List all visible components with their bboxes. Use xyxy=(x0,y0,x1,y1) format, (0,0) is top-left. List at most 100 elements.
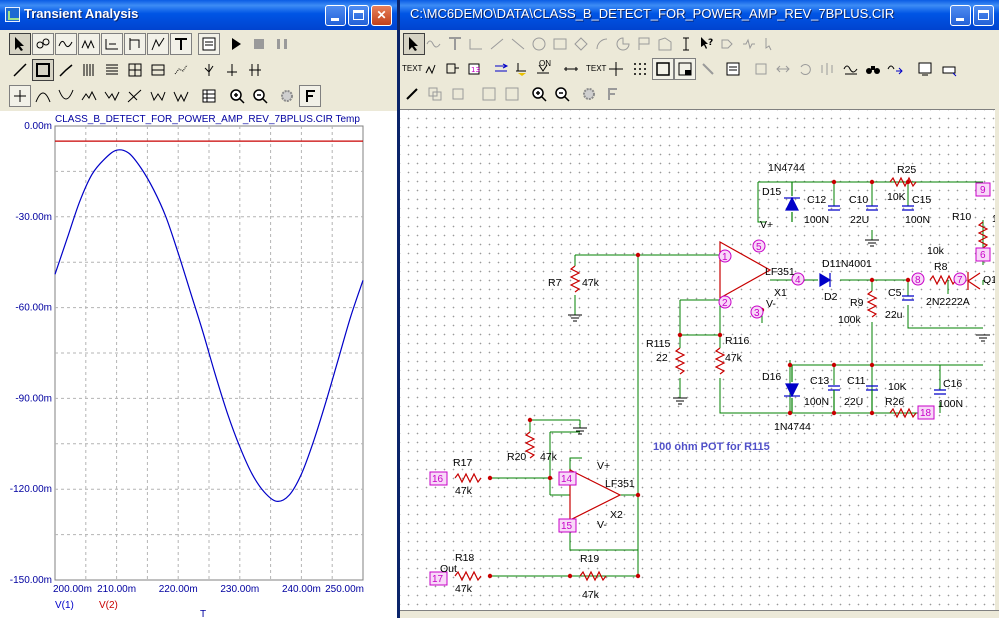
sch-node-num-button[interactable]: 13 xyxy=(463,58,485,80)
sch-border-button[interactable] xyxy=(652,58,674,80)
grid-vertical-button[interactable] xyxy=(78,59,100,81)
sch-print-button[interactable] xyxy=(938,58,960,80)
vertical-tag-button[interactable] xyxy=(124,33,146,55)
numeric-output-button[interactable] xyxy=(198,85,220,107)
sch-undo-button[interactable] xyxy=(794,58,816,80)
sch-copy-button[interactable] xyxy=(424,83,446,105)
grid-horizontal-button[interactable] xyxy=(101,59,123,81)
sch-wire-button[interactable] xyxy=(465,33,487,55)
minimize-button[interactable] xyxy=(325,5,346,26)
linear-axis-button[interactable] xyxy=(9,59,31,81)
sch-bus-button[interactable] xyxy=(486,33,508,55)
sch-voltage-button[interactable] xyxy=(490,58,512,80)
grid-frame-button[interactable] xyxy=(32,59,54,81)
sch-ibeam-button[interactable] xyxy=(675,33,697,55)
transient-titlebar[interactable]: Transient Analysis ✕ xyxy=(0,0,397,30)
sch-ellipse-button[interactable] xyxy=(528,33,550,55)
schematic-minimize-button[interactable] xyxy=(950,5,971,26)
schematic-maximize-button[interactable] xyxy=(973,5,994,26)
sch-zoom-out-button[interactable] xyxy=(551,83,573,105)
horizontal-tag-button[interactable] xyxy=(101,33,123,55)
inflection-button[interactable] xyxy=(124,85,146,107)
sch-dotgrid-button[interactable] xyxy=(629,58,651,80)
font-button[interactable] xyxy=(299,85,321,107)
sch-rect-button[interactable] xyxy=(549,33,571,55)
sch-grid-button[interactable] xyxy=(605,58,627,80)
sch-help-button[interactable]: ? xyxy=(696,33,718,55)
global-high-button[interactable] xyxy=(147,85,169,107)
sch-ungroup-button[interactable] xyxy=(501,83,523,105)
select-tool-button[interactable] xyxy=(9,33,31,55)
label-tool-button[interactable] xyxy=(78,33,100,55)
low-button[interactable] xyxy=(101,85,123,107)
maximize-button[interactable] xyxy=(348,5,369,26)
cursor-right-button[interactable] xyxy=(221,59,243,81)
waveform-tool-button[interactable] xyxy=(55,33,77,55)
sch-flag-button[interactable] xyxy=(633,33,655,55)
sch-cursor-button[interactable] xyxy=(759,33,781,55)
sch-find-next-button[interactable] xyxy=(884,58,906,80)
sch-pin-button[interactable] xyxy=(442,58,464,80)
sch-current-button[interactable] xyxy=(511,58,533,80)
sch-pin-connection-button[interactable] xyxy=(560,58,582,80)
run-button[interactable] xyxy=(225,33,247,55)
sch-page-button[interactable] xyxy=(914,58,936,80)
sch-polygon-button[interactable] xyxy=(654,33,676,55)
legend-v1[interactable]: V(1) xyxy=(55,600,74,611)
vertical-scrollbar[interactable] xyxy=(995,109,999,618)
text-tool-button[interactable] xyxy=(170,33,192,55)
schematic-titlebar[interactable]: C:\MC6DEMO\DATA\CLASS_B_DETECT_FOR_POWER… xyxy=(400,0,999,30)
sch-probe-button[interactable] xyxy=(697,58,719,80)
sch-flip-button[interactable] xyxy=(772,58,794,80)
sch-select-button[interactable] xyxy=(403,33,425,55)
sch-scope-button[interactable] xyxy=(578,83,600,105)
sch-mirror-button[interactable] xyxy=(816,58,838,80)
grid-both-button[interactable] xyxy=(124,59,146,81)
sch-wave-button[interactable] xyxy=(423,33,445,55)
dotted-grid-button[interactable] xyxy=(170,59,192,81)
sch-paste-button[interactable] xyxy=(447,83,469,105)
legend-v2[interactable]: V(2) xyxy=(99,600,118,611)
sch-attr-button[interactable] xyxy=(421,58,443,80)
sch-group-button[interactable] xyxy=(478,83,500,105)
sch-edit-button[interactable] xyxy=(401,83,423,105)
page-tabs[interactable] xyxy=(400,610,999,618)
close-button[interactable]: ✕ xyxy=(371,5,392,26)
high-button[interactable] xyxy=(78,85,100,107)
transient-chart[interactable]: CLASS_B_DETECT_FOR_POWER_AMP_REV_7BPLUS.… xyxy=(0,111,397,618)
minor-grid-button[interactable] xyxy=(147,59,169,81)
cursor-left-button[interactable] xyxy=(198,59,220,81)
peak-button[interactable] xyxy=(32,85,54,107)
zoom-out-button[interactable] xyxy=(249,85,271,107)
sch-line-button[interactable] xyxy=(507,33,529,55)
zoom-in-button[interactable] xyxy=(226,85,248,107)
sch-zoom-in-button[interactable] xyxy=(528,83,550,105)
sch-find-button[interactable] xyxy=(840,58,862,80)
sch-macro-button[interactable] xyxy=(717,33,739,55)
stop-button[interactable] xyxy=(248,33,270,55)
schematic-canvas[interactable]: 9 6 5 1 2 3 4 8 7 18 16 xyxy=(400,109,999,618)
sch-title-button[interactable] xyxy=(674,58,696,80)
scope-button[interactable] xyxy=(276,85,298,107)
point-tag-button[interactable] xyxy=(147,33,169,55)
valley-button[interactable] xyxy=(55,85,77,107)
log-axis-button[interactable] xyxy=(55,59,77,81)
cursor-both-button[interactable] xyxy=(244,59,266,81)
sch-component-button[interactable] xyxy=(738,33,760,55)
pause-button[interactable] xyxy=(271,33,293,55)
node-label: 9 xyxy=(980,185,986,196)
sch-diamond-button[interactable] xyxy=(570,33,592,55)
sch-text-button[interactable] xyxy=(444,33,466,55)
global-low-button[interactable] xyxy=(170,85,192,107)
plot-area[interactable]: CLASS_B_DETECT_FOR_POWER_AMP_REV_7BPLUS.… xyxy=(0,111,397,618)
sch-power-button[interactable] xyxy=(532,58,554,80)
properties-button[interactable] xyxy=(198,33,220,55)
sch-pie-button[interactable] xyxy=(612,33,634,55)
sch-font-button[interactable] xyxy=(601,83,623,105)
next-simple-button[interactable] xyxy=(9,85,31,107)
sch-properties-button[interactable] xyxy=(722,58,744,80)
sch-arc-button[interactable] xyxy=(591,33,613,55)
curve-tool-button[interactable] xyxy=(32,33,54,55)
sch-rotate-button[interactable] xyxy=(750,58,772,80)
sch-binoculars-button[interactable] xyxy=(862,58,884,80)
